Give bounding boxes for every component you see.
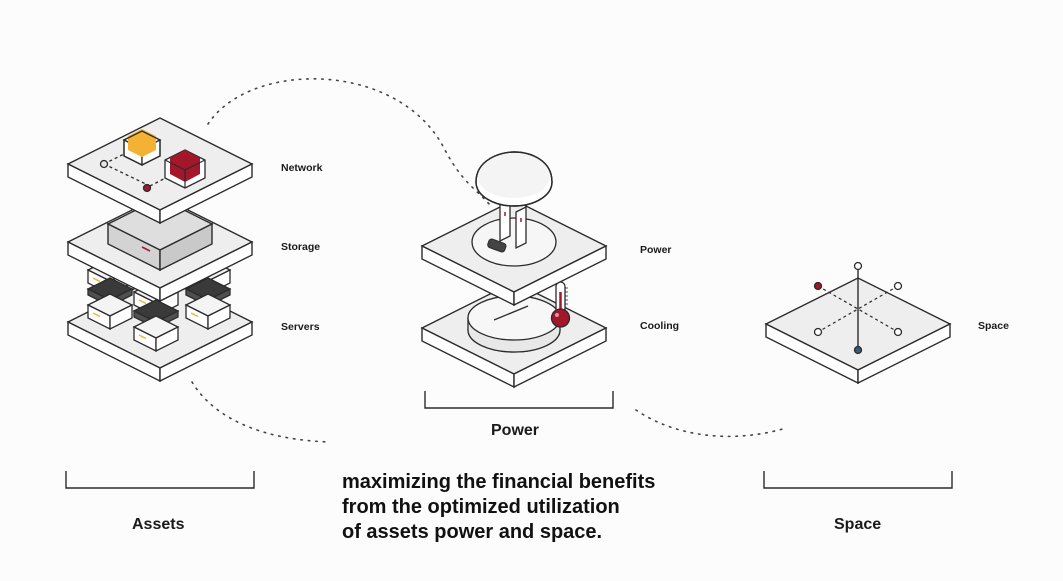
servers-label: Servers [281,321,320,333]
plug-icon [499,198,527,250]
power-platform [420,199,608,307]
tagline-line-1: maximizing the financial benefits [342,471,656,493]
space-layer-label: Space [978,320,1009,332]
tagline-line-3: of assets power and space. [342,521,603,543]
power-layer-label: Power [640,244,672,256]
section-label-power: Power [491,422,540,439]
section-label-assets: Assets [132,516,185,533]
thermometer-icon [550,281,571,328]
dotted-connector-assets-power [191,78,787,443]
storage-platform [66,195,254,303]
bracket-power [424,391,614,409]
storage-box [106,197,214,272]
network-label: Network [281,162,323,174]
power-cap-icon [475,151,553,207]
bracket-assets [65,471,255,489]
section-label-space: Space [834,516,882,533]
storage-label: Storage [281,241,321,253]
red-cube-icon [164,149,206,189]
space-platform [764,261,952,385]
assets-stack [66,117,254,383]
network-platform [66,117,254,225]
tagline-line-2: from the optimized utilization [342,496,620,518]
cooling-label: Cooling [640,320,680,332]
power-stack [420,151,608,389]
bracket-space [763,471,953,489]
tagline: maximizing the financial benefits from t… [342,470,655,545]
yellow-cube-icon [122,129,162,167]
